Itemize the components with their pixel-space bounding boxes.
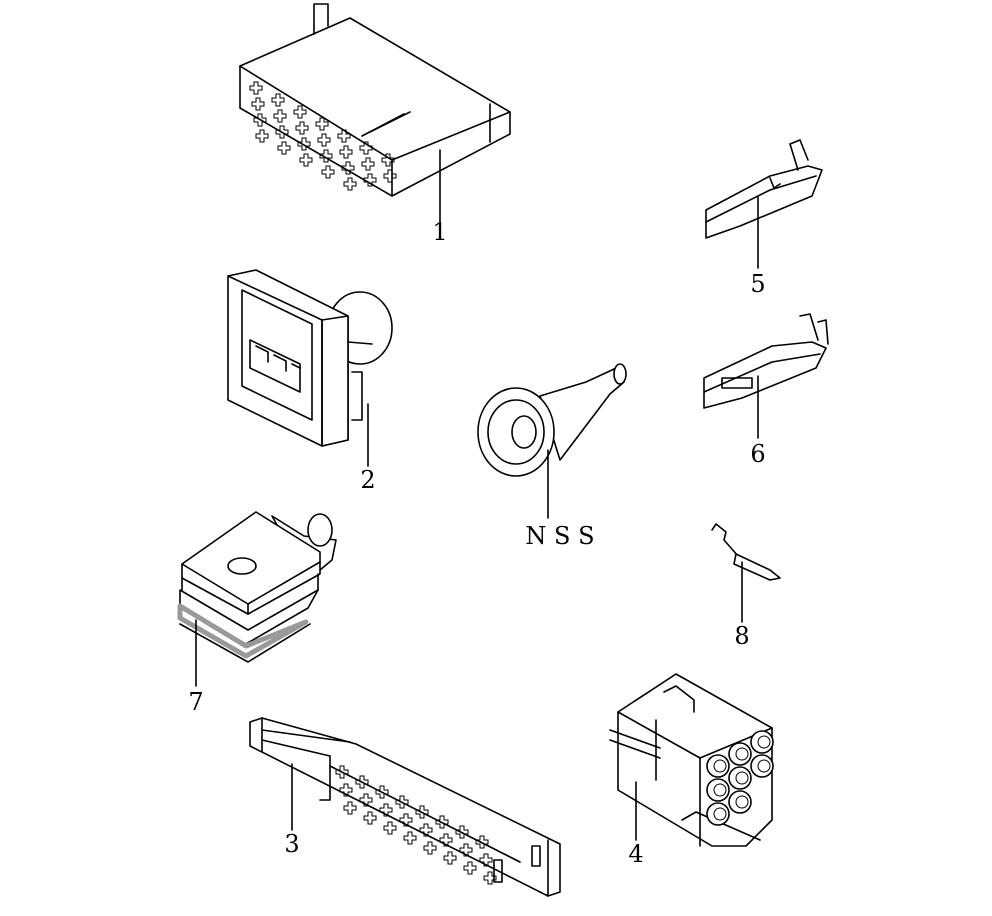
- callout-4: 4: [628, 840, 643, 868]
- pin-cavity-mark: [379, 803, 393, 817]
- pin-cavity-mark: [293, 105, 307, 119]
- part-8-blade-pin: [711, 523, 781, 581]
- pin-cavity-mark: [255, 129, 269, 143]
- pin-cavity-mark: [315, 117, 329, 131]
- callout-1: 1: [432, 218, 447, 246]
- pin-cavity-mark: [423, 841, 437, 855]
- cavity-tube-bore: [735, 795, 749, 809]
- pin-cavity-mark: [375, 785, 389, 799]
- pin-cavity-mark: [359, 793, 373, 807]
- pin-cavity-mark: [321, 165, 335, 179]
- pin-cavity-mark: [273, 109, 287, 123]
- cavity-tube-bore: [713, 807, 727, 821]
- cavity-tube: [706, 754, 730, 778]
- pin-cavity-mark: [399, 813, 413, 827]
- part-7-seal-block: [177, 511, 337, 663]
- pin-cavity-mark: [443, 851, 457, 865]
- pin-cavity-mark: [275, 125, 289, 139]
- pin-cavity-mark: [455, 825, 469, 839]
- part-1-connector-housing: [239, 3, 511, 197]
- cavity-tube: [728, 766, 752, 790]
- callout-2: 2: [360, 466, 375, 494]
- part-1-pin-grid: [249, 81, 397, 191]
- pin-cavity-mark: [403, 831, 417, 845]
- cavity-tube-bore: [735, 771, 749, 785]
- pin-cavity-mark: [463, 861, 477, 875]
- part-6-crimp-terminal: [703, 313, 829, 409]
- pin-cavity-mark: [295, 121, 309, 135]
- cavity-tube: [728, 742, 752, 766]
- pin-cavity-mark: [253, 113, 267, 127]
- cavity-tube: [706, 802, 730, 826]
- cavity-tube: [728, 790, 752, 814]
- part-4-cavities: [706, 730, 774, 826]
- pin-cavity-mark: [363, 173, 377, 187]
- pin-cavity-mark: [343, 801, 357, 815]
- pin-cavity-mark: [299, 153, 313, 167]
- cavity-tube-bore: [735, 747, 749, 761]
- pin-cavity-mark: [271, 93, 285, 107]
- cavity-tube-bore: [713, 783, 727, 797]
- pin-cavity-mark: [483, 871, 497, 885]
- pin-cavity-mark: [319, 149, 333, 163]
- pin-cavity-mark: [337, 129, 351, 143]
- callout-7: 7: [188, 688, 203, 716]
- cavity-tube: [750, 730, 774, 754]
- pin-cavity-mark: [383, 169, 397, 183]
- pin-cavity-mark: [459, 843, 473, 857]
- pin-cavity-mark: [395, 795, 409, 809]
- pin-cavity-mark: [479, 853, 493, 867]
- pin-cavity-mark: [339, 783, 353, 797]
- callout-3: 3: [284, 830, 299, 858]
- pin-cavity-mark: [335, 765, 349, 779]
- pin-cavity-mark: [383, 821, 397, 835]
- pin-cavity-mark: [249, 81, 263, 95]
- pin-cavity-mark: [297, 137, 311, 151]
- leader-lines: [195, 149, 759, 841]
- pin-cavity-mark: [363, 811, 377, 825]
- callout-5: 5: [750, 270, 765, 298]
- pin-cavity-mark: [439, 833, 453, 847]
- cavity-tube-bore: [757, 759, 771, 773]
- pin-cavity-mark: [435, 815, 449, 829]
- pin-cavity-mark: [381, 153, 395, 167]
- pin-cavity-mark: [475, 835, 489, 849]
- pin-cavity-mark: [341, 161, 355, 175]
- callout-nss: N S S: [525, 522, 594, 550]
- pin-cavity-mark: [419, 823, 433, 837]
- part-5-crimp-terminal: [705, 139, 823, 239]
- cavity-tube: [750, 754, 774, 778]
- pin-cavity-mark: [343, 177, 357, 191]
- pin-cavity-mark: [339, 145, 353, 159]
- callout-labels: 1 2 3 4 5 6 8 7 N S S: [188, 218, 765, 868]
- part-3-terminal-strip: [249, 717, 561, 897]
- pin-cavity-mark: [355, 775, 369, 789]
- cavity-tube: [706, 778, 730, 802]
- cavity-tube-bore: [757, 735, 771, 749]
- pin-cavity-mark: [359, 141, 373, 155]
- cavity-tube-bore: [713, 759, 727, 773]
- pin-cavity-mark: [415, 805, 429, 819]
- part-4-six-way-connector: [609, 673, 774, 847]
- pin-cavity-mark: [277, 141, 291, 155]
- callout-8: 8: [734, 622, 749, 650]
- part-2-square-connector: [227, 269, 393, 447]
- callout-6: 6: [750, 440, 765, 468]
- pin-cavity-mark: [317, 133, 331, 147]
- pin-cavity-mark: [361, 157, 375, 171]
- pin-cavity-mark: [251, 97, 265, 111]
- part-nss-grommet: [477, 363, 627, 477]
- part-3-pin-grid: [335, 765, 497, 885]
